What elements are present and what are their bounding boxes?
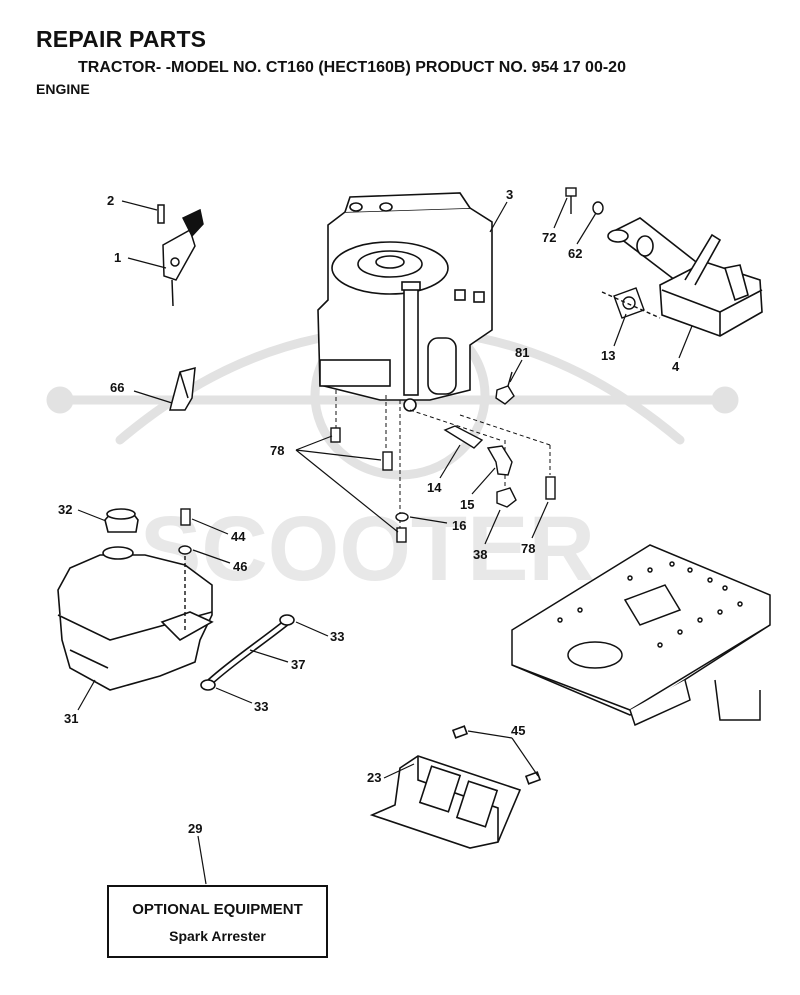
callout-numbers: 2 1 3 72 62 13 4 81 66 78 14 15 16 38 78… xyxy=(58,187,680,836)
callout-78-frame: 78 xyxy=(521,541,535,556)
callout-33-bottom: 33 xyxy=(254,699,268,714)
callout-37: 37 xyxy=(291,657,305,672)
callout-29: 29 xyxy=(188,821,202,836)
muffler xyxy=(607,217,763,337)
callout-78-engine: 78 xyxy=(270,443,284,458)
fuel-tank xyxy=(57,508,214,691)
callout-46: 46 xyxy=(233,559,247,574)
drain-fittings xyxy=(395,425,517,522)
callout-44: 44 xyxy=(231,529,246,544)
callout-31: 31 xyxy=(64,711,78,726)
frame xyxy=(511,544,771,727)
exhaust-gasket xyxy=(601,287,661,319)
callout-4: 4 xyxy=(672,359,680,374)
callout-14: 14 xyxy=(427,480,442,495)
model-subtitle: TRACTOR- -MODEL NO. CT160 (HECT160B) PRO… xyxy=(78,59,626,76)
heat-shield xyxy=(369,725,542,849)
callout-32: 32 xyxy=(58,502,72,517)
muffler-bolt-gasket xyxy=(565,187,604,215)
callout-15: 15 xyxy=(460,497,474,512)
callout-23: 23 xyxy=(367,770,381,785)
callout-72: 72 xyxy=(542,230,556,245)
callout-62: 62 xyxy=(568,246,582,261)
section-label: ENGINE xyxy=(36,81,90,97)
callout-2: 2 xyxy=(107,193,114,208)
optional-equipment-title: OPTIONAL EQUIPMENT xyxy=(132,901,303,918)
callout-45: 45 xyxy=(511,723,525,738)
callout-66: 66 xyxy=(110,380,124,395)
callout-16: 16 xyxy=(452,518,466,533)
tank-screw-washer xyxy=(178,508,192,630)
page-title: REPAIR PARTS xyxy=(36,26,207,52)
bracket-66 xyxy=(169,366,196,411)
callout-33-top: 33 xyxy=(330,629,344,644)
callout-3: 3 xyxy=(506,187,513,202)
callout-38: 38 xyxy=(473,547,487,562)
engine-block xyxy=(317,192,493,412)
leader-lines xyxy=(77,197,693,885)
fuel-line xyxy=(200,614,295,691)
optional-equipment-box: OPTIONAL EQUIPMENT Spark Arrester xyxy=(107,885,328,958)
throttle-control xyxy=(157,204,204,307)
optional-equipment-item: Spark Arrester xyxy=(169,928,266,944)
callout-81: 81 xyxy=(515,345,529,360)
watermark: SCOOTER xyxy=(46,310,739,600)
callout-1: 1 xyxy=(114,250,121,265)
callout-13: 13 xyxy=(601,348,615,363)
nut-81 xyxy=(495,371,515,405)
mount-bolts xyxy=(330,427,556,543)
svg-text:SCOOTER: SCOOTER xyxy=(140,498,595,600)
